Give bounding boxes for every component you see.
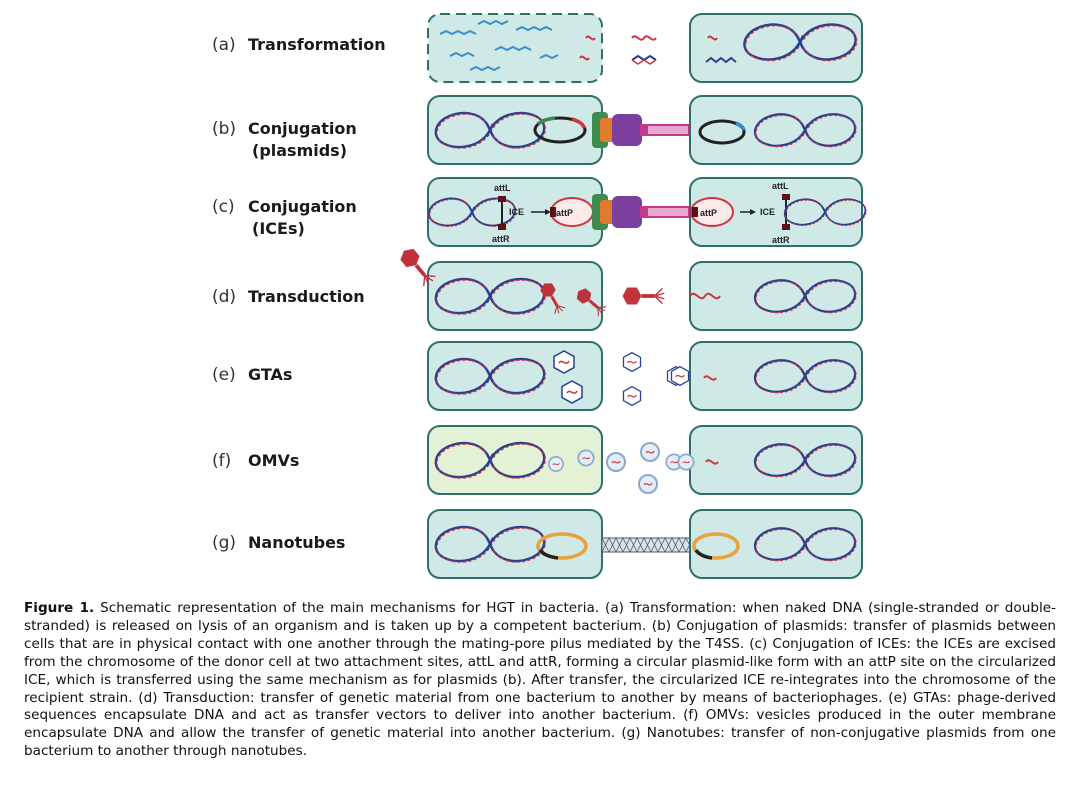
row-f-omvs <box>427 425 863 495</box>
recipient-cell <box>689 95 863 165</box>
t4ss-pilus <box>592 194 692 230</box>
row-name: OMVs <box>248 451 300 470</box>
free-dna-fragments <box>439 19 559 72</box>
row-name: Conjugation <box>248 197 357 216</box>
donor-cell <box>427 425 603 495</box>
hgt-mechanisms-diagram: attL attR ICE attP attP ICE attL attR <box>396 13 868 579</box>
recipient-cell <box>689 341 863 411</box>
row-letter: (g) <box>212 533 237 553</box>
row-name: Transduction <box>248 287 365 306</box>
row-label-2: (c) Conjugation (ICEs) <box>212 196 357 240</box>
row-subtitle: (ICEs) <box>252 219 305 238</box>
label-attp-donor: attP <box>556 208 573 218</box>
row-d-transduction <box>396 244 863 331</box>
row-label-4: (e) GTAs <box>212 364 292 386</box>
label-attr: attR <box>492 234 510 244</box>
row-b-conjugation-plasmids <box>427 95 863 165</box>
donor-cell <box>427 509 603 579</box>
row-e-gtas <box>427 341 863 411</box>
figure-label: Figure 1. <box>24 600 95 616</box>
recipient-cell <box>689 425 863 495</box>
row-letter: (c) <box>212 197 235 217</box>
row-name: Transformation <box>248 35 386 54</box>
row-name: GTAs <box>248 365 293 384</box>
donor-cell <box>427 95 603 165</box>
row-letter: (d) <box>212 287 237 307</box>
row-label-5: (f) OMVs <box>212 450 299 472</box>
row-subtitle: (plasmids) <box>252 141 348 160</box>
label-attr-recipient: attR <box>772 235 790 245</box>
plasmid <box>536 532 588 560</box>
plasmid <box>533 116 587 144</box>
row-letter: (b) <box>212 119 237 139</box>
row-g-nanotubes <box>427 509 863 579</box>
recipient-cell <box>689 261 863 331</box>
transferred-plasmid <box>698 119 746 145</box>
label-ice: ICE <box>509 207 524 217</box>
label-attp-recipient: attP <box>700 208 717 218</box>
row-c-conjugation-ices: attL attR ICE attP attP ICE attL attR <box>427 177 868 247</box>
row-name: Conjugation <box>248 119 357 138</box>
recipient-cell <box>689 509 863 579</box>
recipient-cell <box>689 13 863 83</box>
row-letter: (e) <box>212 365 236 385</box>
row-letter: (f) <box>212 451 232 471</box>
transferred-plasmid <box>692 532 740 560</box>
row-label-0: (a) Transformation <box>212 34 386 56</box>
donor-cell <box>427 261 603 331</box>
row-a-transformation <box>427 13 863 83</box>
nanotube <box>601 537 691 553</box>
label-attl: attL <box>494 183 511 193</box>
row-label-3: (d) Transduction <box>212 286 365 308</box>
caption-text: Schematic representation of the main mec… <box>24 600 1056 760</box>
label-attl-recipient: attL <box>772 181 789 191</box>
row-label-6: (g) Nanotubes <box>212 532 345 554</box>
row-letter: (a) <box>212 35 236 55</box>
label-ice-recipient: ICE <box>760 207 775 217</box>
row-name: Nanotubes <box>248 533 346 552</box>
t4ss-pilus <box>592 112 692 148</box>
row-label-1: (b) Conjugation (plasmids) <box>212 118 357 162</box>
figure-caption: Figure 1. Schematic representation of th… <box>24 600 1056 761</box>
